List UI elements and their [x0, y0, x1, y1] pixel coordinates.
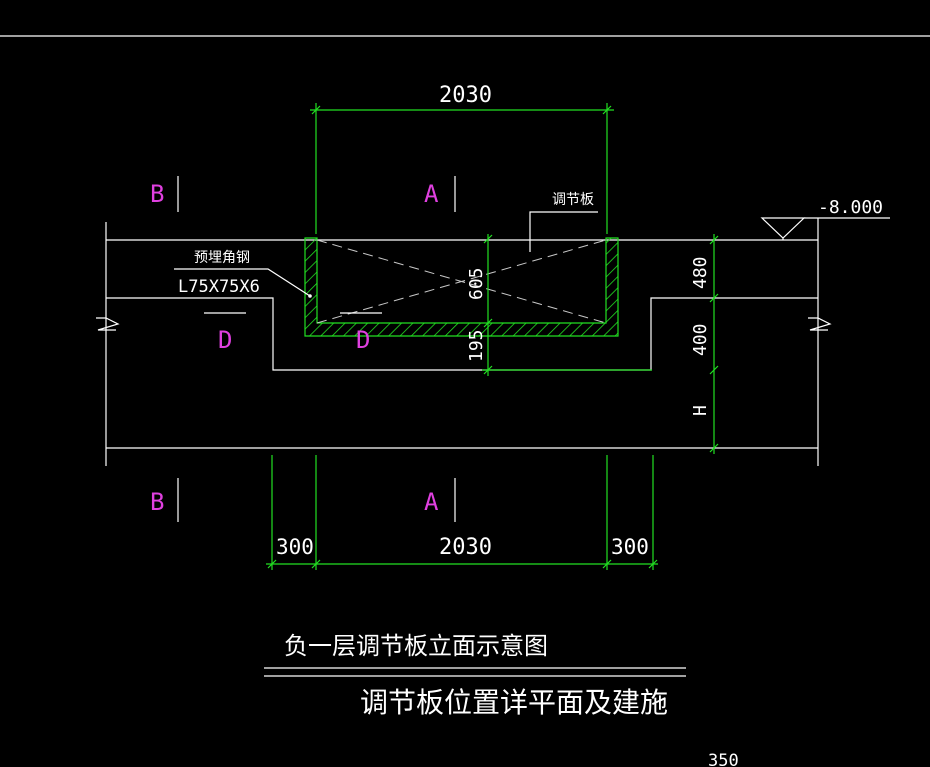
svg-text:B: B — [150, 488, 164, 516]
dim-195: 195 — [466, 329, 487, 362]
elevation-text: -8.000 — [818, 197, 883, 218]
section-marker-b-bottom: B — [150, 478, 179, 522]
embedded-angle-label: 预埋角钢 — [194, 250, 250, 266]
section-marker-b-top: B — [150, 176, 179, 212]
svg-text:A: A — [424, 488, 439, 516]
dim-bottom-left: 300 — [276, 535, 314, 559]
section-marker-d-mid: D — [340, 312, 382, 354]
section-marker-a-bottom: A — [424, 478, 456, 522]
break-mark-left — [96, 317, 120, 331]
partial-dimension-text: 350 — [708, 751, 739, 767]
dim-bottom-right: 300 — [611, 535, 649, 559]
drawing-title: 负一层调节板立面示意图 — [284, 632, 548, 660]
dim-top-width: 2030 — [439, 83, 492, 108]
adjust-plate-leader — [529, 211, 598, 252]
svg-text:D: D — [356, 326, 370, 354]
dim-400: 400 — [690, 323, 711, 356]
section-marker-d-left: D — [204, 312, 246, 354]
drawing-subtitle: 调节板位置详平面及建施 — [360, 686, 668, 719]
leader-dot — [308, 294, 312, 298]
structure-outline — [105, 218, 819, 466]
svg-text:A: A — [424, 180, 439, 208]
angle-spec-label: L75X75X6 — [178, 277, 260, 297]
svg-text:B: B — [150, 180, 164, 208]
dimension-pit-depth — [482, 234, 652, 376]
dim-480: 480 — [690, 256, 711, 289]
adjust-plate-label: 调节板 — [552, 192, 594, 208]
break-mark-right — [808, 317, 832, 331]
dimension-top — [310, 103, 614, 234]
dim-bottom-middle: 2030 — [439, 535, 492, 560]
adjust-plate-pit — [304, 237, 619, 337]
dimension-right — [709, 234, 719, 454]
svg-text:D: D — [218, 326, 232, 354]
elevation-mark — [760, 217, 890, 240]
section-marker-a-top: A — [424, 176, 456, 212]
dim-605: 605 — [466, 267, 487, 300]
embedded-angle-leader — [174, 268, 311, 297]
dimension-bottom — [266, 455, 658, 570]
dim-h: H — [690, 405, 711, 416]
